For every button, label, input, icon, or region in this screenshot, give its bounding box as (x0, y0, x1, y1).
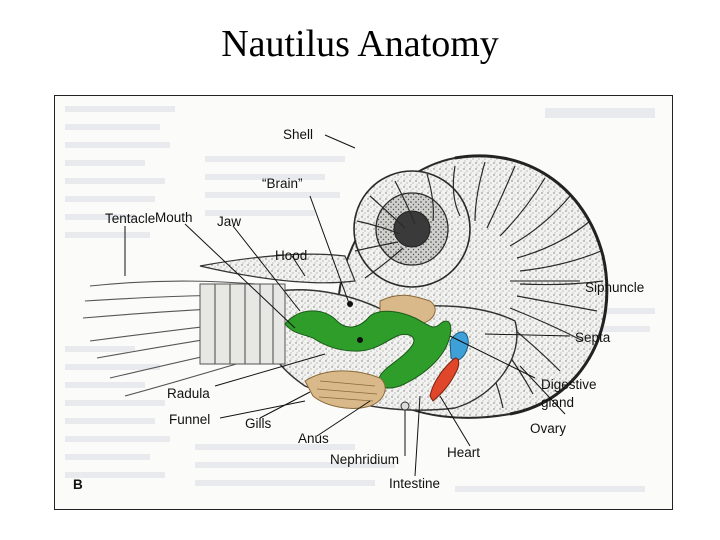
label-jaw: Jaw (217, 214, 241, 229)
label-mouth: Mouth (155, 210, 193, 225)
label-anus: Anus (298, 431, 329, 446)
gills-shape (304, 370, 386, 409)
label-radula: Radula (167, 386, 210, 401)
panel-letter: B (73, 477, 83, 492)
label-shell: Shell (283, 127, 313, 142)
label-digestive: Digestive (541, 377, 597, 392)
label-intestine: Intestine (389, 476, 440, 491)
gut-shape (284, 310, 452, 389)
label-gills: Gills (245, 416, 271, 431)
label-gland: gland (541, 395, 574, 410)
label-ovary: Ovary (530, 421, 566, 436)
label-septa: Septa (575, 330, 611, 345)
label-heart: Heart (447, 445, 480, 460)
heart-shape (429, 357, 460, 402)
label-hood: Hood (275, 248, 307, 263)
slide-title: Nautilus Anatomy (221, 23, 499, 65)
label-siphuncle: Siphuncle (585, 280, 644, 295)
label-funnel: Funnel (169, 412, 210, 427)
nautilus-anatomy-figure: Shell “Brain” Tentacle Mouth Jaw Hood Si… (54, 95, 673, 510)
tentacles-drawing (82, 280, 286, 397)
background-text-bleed (65, 106, 655, 492)
leader-lines (124, 134, 580, 477)
nautilus-illustration: Shell “Brain” Tentacle Mouth Jaw Hood Si… (65, 106, 655, 492)
organs-drawing (284, 294, 469, 411)
label-tentacle: Tentacle (105, 211, 155, 226)
label-nephridium: Nephridium (330, 452, 399, 467)
label-brain: “Brain” (262, 176, 303, 191)
